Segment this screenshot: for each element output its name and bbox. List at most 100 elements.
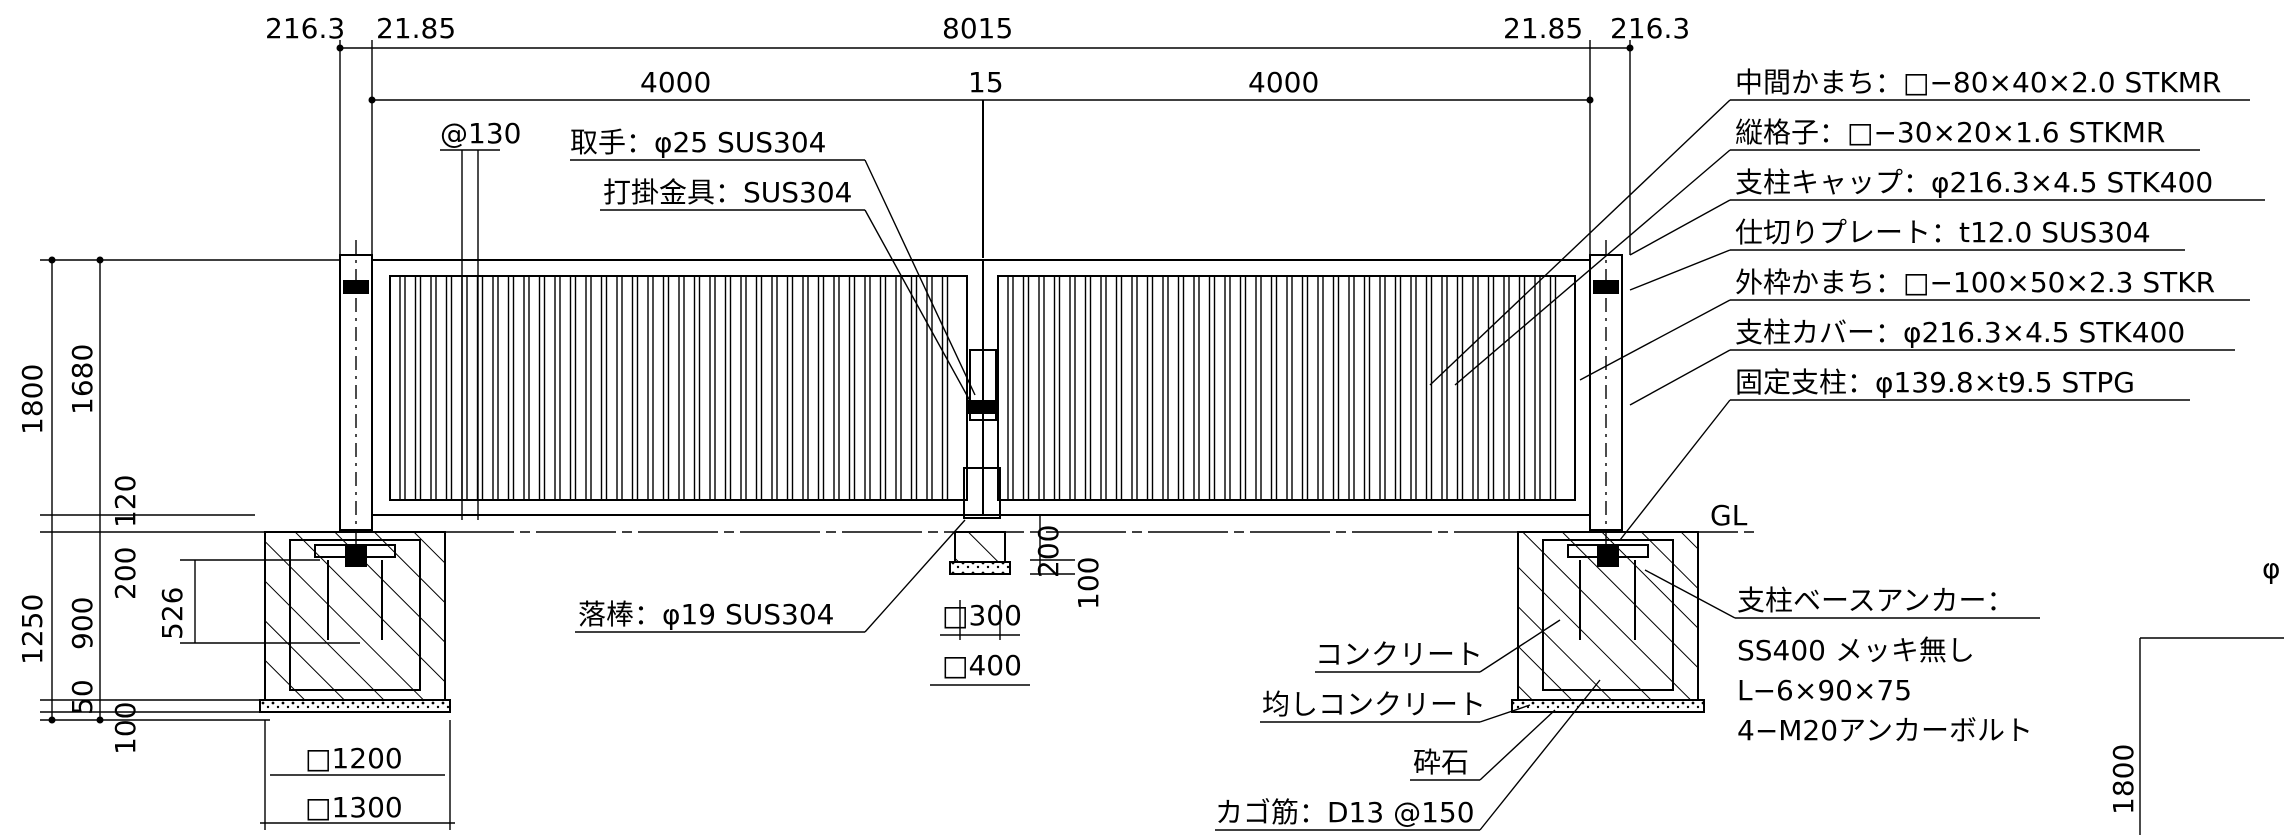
dim-total-width: 8015 — [942, 12, 1013, 45]
lattice-bar — [507, 275, 515, 501]
lattice-bar — [1549, 275, 1557, 501]
dim-footing-900: 900 — [66, 597, 99, 650]
left-foundation — [259, 531, 451, 713]
lattice-bar — [1255, 275, 1262, 501]
partial-phi: φ — [2262, 552, 2280, 585]
label-anchor-title: 支柱ベースアンカー： — [1737, 584, 2014, 617]
lattice-bar — [1456, 275, 1464, 501]
dim-leveling-50: 50 — [66, 679, 99, 715]
lattice-bar — [864, 275, 871, 501]
lattice-bar — [1084, 275, 1092, 501]
lattice-bar — [786, 275, 794, 501]
lattice-bar — [662, 275, 670, 501]
gate-leaf-right — [982, 259, 1591, 516]
label-leveling-concrete: 均しコンクリート — [1262, 688, 1486, 721]
right-post — [1589, 240, 1623, 560]
dim-pitch: @130 — [440, 117, 521, 150]
lattice-bar — [1425, 275, 1433, 501]
lattice-bar — [895, 275, 902, 501]
label-outer-frame: 外枠かまち：□−100×50×2.3 STKR — [1735, 266, 2215, 299]
lattice-bar — [848, 275, 856, 501]
lattice-bar — [709, 275, 716, 501]
label-post-cap: 支柱キャップ：φ216.3×4.5 STK400 — [1735, 166, 2213, 199]
label-mid-frame: 中間かまち：□−80×40×2.0 STKMR — [1735, 66, 2221, 99]
lattice-bar — [755, 275, 763, 501]
lattice-bar — [445, 275, 453, 501]
label-drop-rod: 落棒：φ19 SUS304 — [578, 598, 835, 631]
left-post — [339, 240, 373, 560]
lattice-bar — [569, 275, 577, 501]
lattice-bar — [1115, 275, 1123, 501]
lattice-bar — [1317, 275, 1324, 501]
lattice-bar — [414, 275, 422, 501]
lattice-bar — [461, 275, 468, 501]
label-anchor-line1: SS400 メッキ無し — [1737, 634, 1975, 667]
lattice-bar — [678, 275, 685, 501]
lattice-bar — [1239, 275, 1247, 501]
dim-left-inner: 21.85 — [376, 12, 456, 45]
dim-gate-height: 1680 — [66, 344, 99, 415]
label-gravel: 砕石 — [1413, 746, 1469, 779]
dim-left-outer: 216.3 — [265, 12, 345, 45]
right-foundation — [1511, 531, 1705, 713]
lattice-bar — [1177, 275, 1185, 501]
lattice-bar — [1038, 275, 1045, 501]
dim-gravel-100: 100 — [109, 702, 142, 755]
lattice-bar — [941, 275, 949, 501]
lattice-bar — [879, 275, 887, 501]
lattice-bar — [1348, 275, 1355, 501]
dim-total-height: 1800 — [16, 364, 49, 435]
drop-rod-pit — [930, 515, 1075, 686]
pitch-marker — [440, 149, 500, 520]
label-fixed-post: 固定支柱：φ139.8×t9.5 STPG — [1735, 366, 2135, 399]
lattice-bar — [1379, 275, 1386, 501]
right-partial-view — [2139, 637, 2284, 835]
lattice-bar — [833, 275, 840, 501]
dim-right-outer: 216.3 — [1610, 12, 1690, 45]
lattice-bar — [1394, 275, 1402, 501]
lattice-bar — [1146, 275, 1154, 501]
lattice-bar — [1224, 275, 1231, 501]
lattice-bar — [724, 275, 732, 501]
dim-leaf-right: 4000 — [1248, 66, 1319, 99]
ground-line-label: GL — [1710, 499, 1748, 532]
lattice-bar — [817, 275, 825, 501]
dim-right-inner: 21.85 — [1503, 12, 1583, 45]
lattice-bar — [1131, 275, 1138, 501]
lattice-bar — [771, 275, 778, 501]
lattice-bar — [1363, 275, 1371, 501]
lattice-bar — [1053, 275, 1061, 501]
partial-height: 1800 — [2107, 744, 2140, 815]
dim-embed-200: 200 — [109, 547, 142, 600]
lattice-bar — [647, 275, 654, 501]
dim-pit-400: □400 — [942, 649, 1022, 682]
dim-footing-outer: □1300 — [305, 791, 403, 824]
top-dimension-lines — [336, 40, 1634, 260]
lattice-bar — [1518, 275, 1526, 501]
lattice-bar — [910, 275, 918, 501]
lattice-bar — [554, 275, 561, 501]
label-rebar-cage: カゴ筋：D13 @150 — [1215, 796, 1475, 829]
lattice-bar — [1410, 275, 1417, 501]
gate-leaf-left — [371, 259, 984, 516]
lattice-bar — [492, 275, 499, 501]
lattice-bar — [740, 275, 747, 501]
dim-pit-300: □300 — [942, 599, 1022, 632]
dim-footing-inner: □1200 — [305, 742, 403, 775]
label-handle: 取手：φ25 SUS304 — [570, 126, 827, 159]
dim-leaf-left: 4000 — [640, 66, 711, 99]
lattice-bar — [1022, 275, 1030, 501]
lattice-bar — [1472, 275, 1479, 501]
lattice-bar — [1286, 275, 1293, 501]
label-post-cover: 支柱カバー：φ216.3×4.5 STK400 — [1735, 316, 2185, 349]
lattice-bar — [585, 275, 592, 501]
dim-embed-526: 526 — [156, 587, 189, 640]
dim-pit-depth-200: 200 — [1032, 525, 1065, 578]
dim-pit-depth-100: 100 — [1072, 557, 1105, 610]
label-anchor-line3: 4−M20アンカーボルト — [1737, 714, 2033, 747]
left-footing-dims — [260, 720, 455, 830]
lattice-bar — [430, 275, 437, 501]
lattice-bar — [802, 275, 809, 501]
label-latch: 打掛金具：SUS304 — [603, 176, 853, 209]
